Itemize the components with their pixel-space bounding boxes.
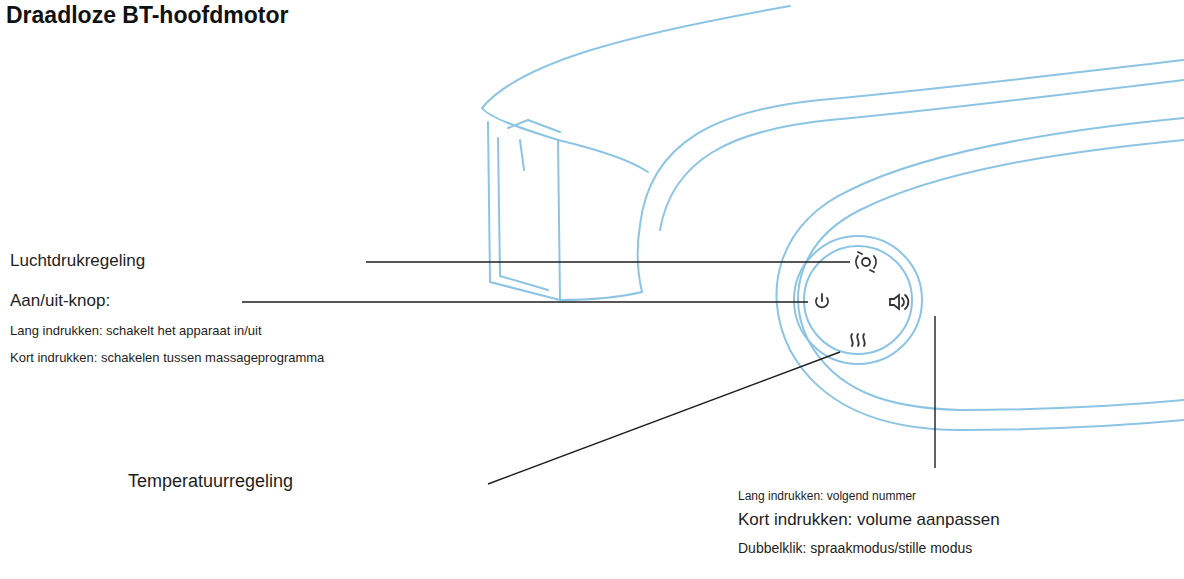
leader-line: [488, 352, 840, 484]
part-label: Temperatuurregeling: [126, 471, 295, 492]
mask-inner: [798, 140, 1184, 410]
strap-buckle: [508, 120, 560, 132]
strap: [558, 140, 648, 172]
function-note: Lang indrukken: schakelt het apparaat in…: [8, 324, 264, 339]
function-note: Kort indrukken: volume aanpassen: [736, 510, 1002, 530]
power-icon: [816, 294, 828, 307]
function-note: Lang indrukken: volgend nummer: [736, 490, 918, 504]
strap: [560, 292, 642, 300]
mask-outline: [638, 225, 642, 292]
mask-outline: [640, 60, 1184, 225]
mask-outline: [660, 80, 1184, 230]
control-button-outer: [794, 236, 922, 364]
function-note: Dubbelklik: spraakmodus/stille modus: [736, 540, 974, 556]
strap-buckle: [520, 140, 524, 170]
mask-inner: [777, 118, 1184, 430]
part-label: Aan/uit-knop:: [8, 291, 112, 311]
leader-line: [934, 316, 935, 468]
strap-buckle: [498, 138, 548, 290]
speaker-icon: [890, 295, 908, 309]
leader-line: [242, 301, 808, 302]
air-pressure-icon: [856, 252, 876, 272]
leader-line: [366, 261, 850, 262]
strap-buckle: [488, 122, 560, 300]
heat-icon: [851, 334, 865, 346]
part-label: Luchtdrukregeling: [8, 251, 147, 271]
band-edge: [482, 6, 790, 108]
diagram-title: Draadloze BT-hoofdmotor: [4, 2, 290, 28]
function-note: Kort indrukken: schakelen tussen massage…: [8, 351, 326, 366]
